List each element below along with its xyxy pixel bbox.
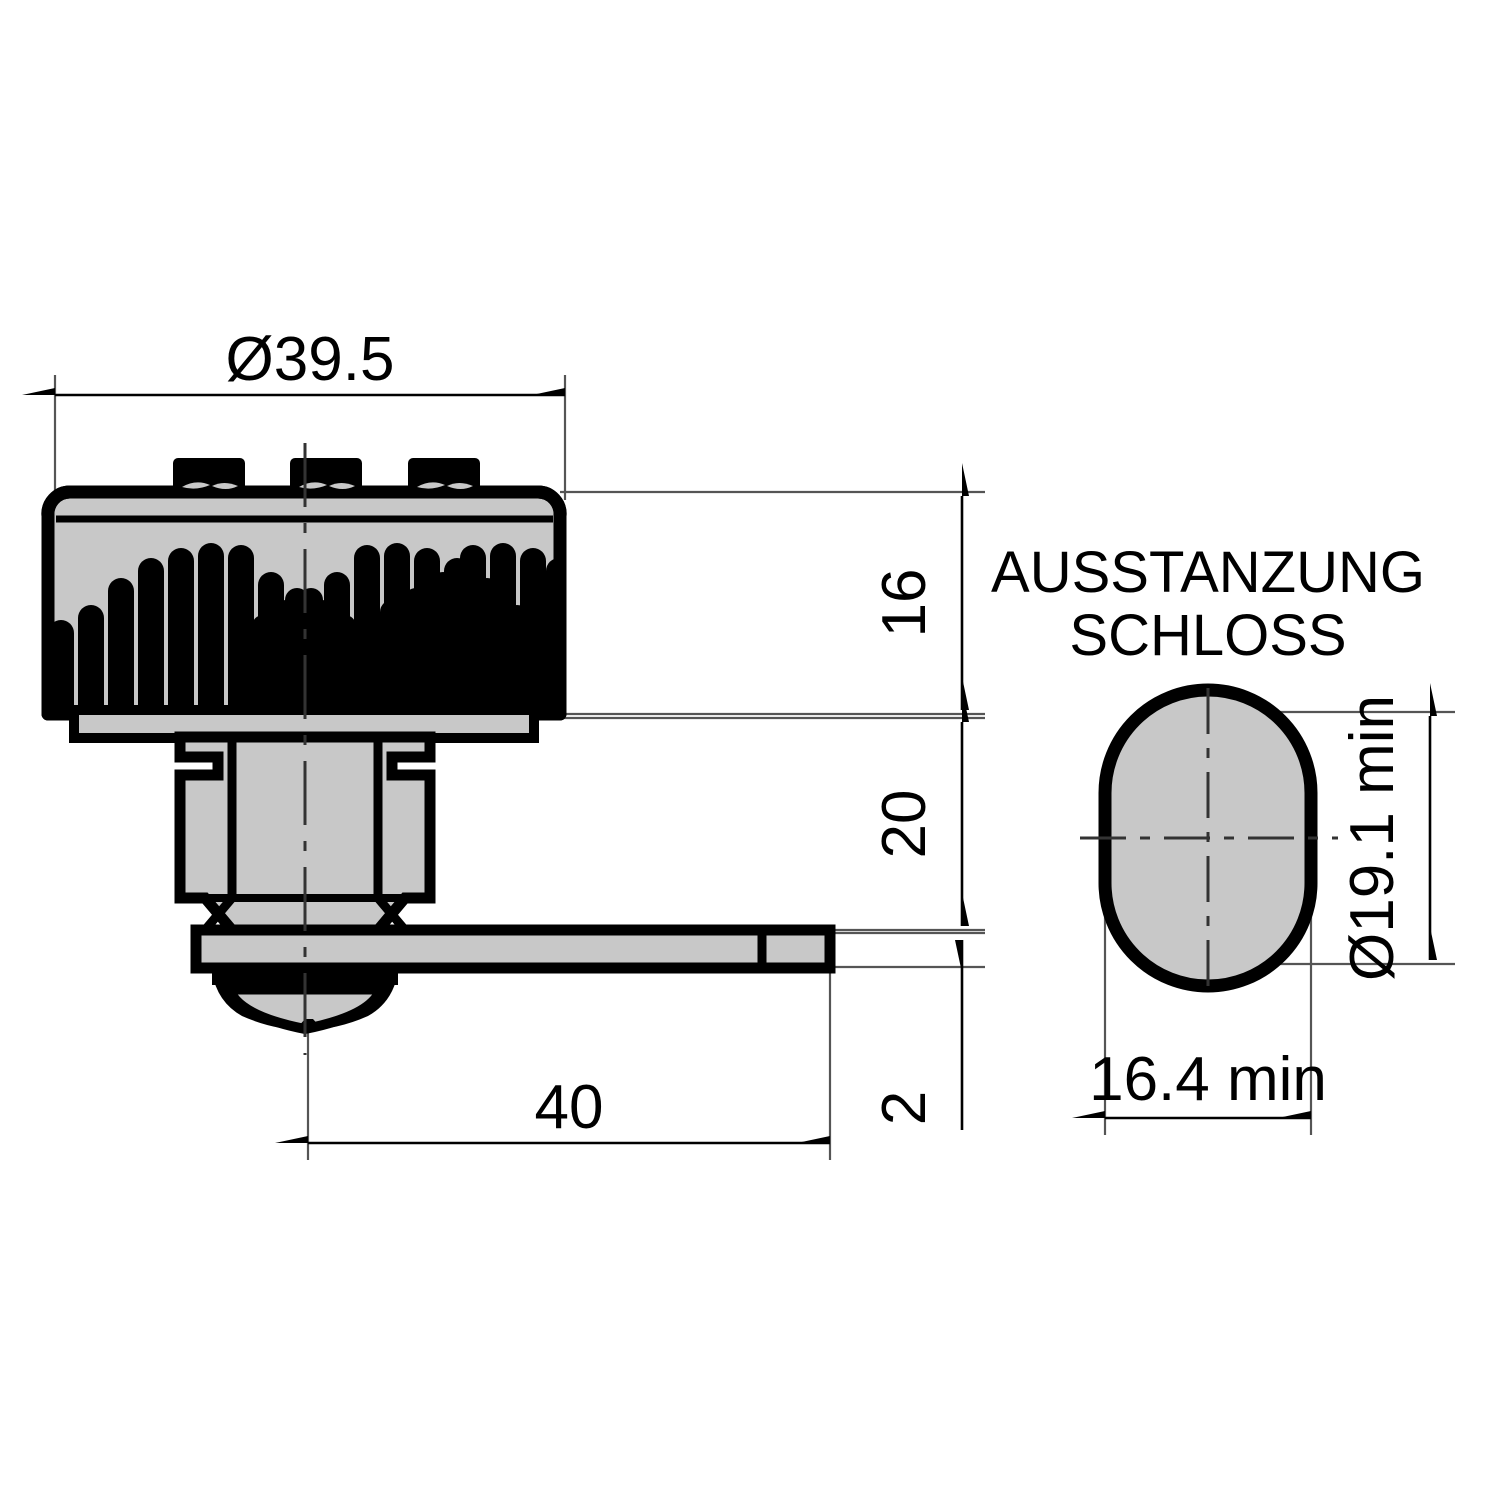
dimension-cutout-width: 16.4 min <box>1072 1045 1327 1125</box>
knob-body-outline <box>41 485 567 721</box>
dimension-height-2: 2 <box>870 940 969 1130</box>
dimension-label-height-16: 16 <box>870 569 939 638</box>
knob-top-tabs <box>173 458 480 494</box>
dimension-cutout-diameter: Ø19.1 min <box>1338 683 1437 981</box>
dimension-length-40: 40 <box>275 1073 830 1150</box>
dimension-diameter-39-5: Ø39.5 <box>22 325 565 402</box>
cutout-note-line-2: SCHLOSS <box>1069 603 1346 668</box>
cam-lever <box>190 924 836 974</box>
dimension-label-cutout-diameter: Ø19.1 min <box>1338 695 1407 981</box>
dimension-label-diameter-39-5: Ø39.5 <box>226 325 395 394</box>
dimension-height-16: 16 <box>870 463 969 710</box>
cutout-note-line-1: AUSSTANZUNG <box>991 540 1425 605</box>
lock-shaft <box>174 731 436 936</box>
dimension-height-20: 20 <box>870 689 969 926</box>
dimension-label-height-20: 20 <box>870 790 939 859</box>
dimension-label-height-2: 2 <box>870 1091 939 1125</box>
centerlines-cutout <box>1080 688 1338 990</box>
dimension-label-cutout-width: 16.4 min <box>1089 1045 1327 1114</box>
dimension-label-length-40: 40 <box>535 1073 604 1142</box>
knurl-ribs-mirror <box>252 543 560 714</box>
